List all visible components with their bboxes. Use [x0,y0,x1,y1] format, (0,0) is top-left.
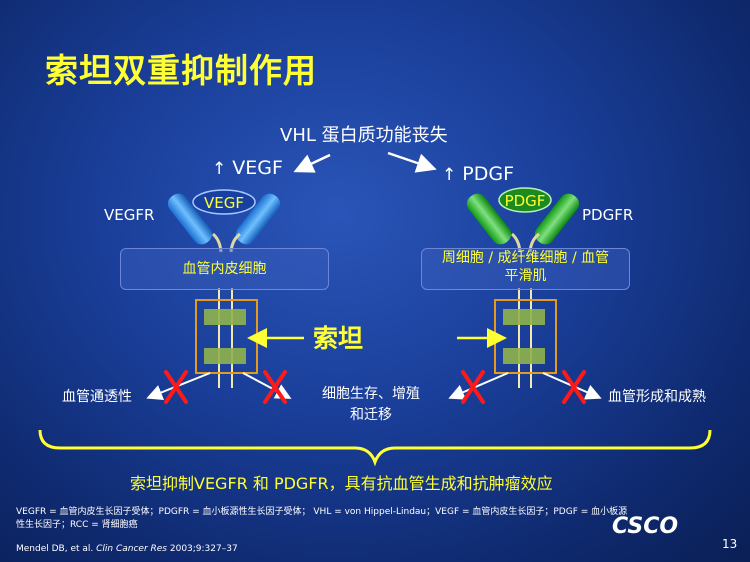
vegfr-label: VEGFR [104,206,155,224]
pdgfr-kinase-block [494,288,557,388]
vegf-ligand-label: VEGF [204,194,244,212]
pdgf-up-label: ↑ PDGF [442,163,515,185]
arrow-survival-right [448,372,509,400]
summary-text: 索坦抑制VEGFR 和 PDGFR，具有抗血管生成和抗肿瘤效应 [130,474,553,493]
slide-title: 索坦双重抑制作用 [45,51,317,90]
drug-label: 索坦 [313,324,364,353]
pericyte-cell-box: 周细胞 / 成纤维细胞 / 血管 平滑肌 [421,248,630,290]
pdgf-receptor [466,187,580,253]
vegf-up-label: ↑ VEGF [212,157,283,179]
vhl-label: VHL 蛋白质功能丧失 [280,125,448,146]
inhibit-x-icon-4 [562,370,586,404]
pdgf-ligand-label: PDGF [505,192,546,210]
inhibit-x-icon-2 [263,370,287,404]
effect-maturation: 血管形成和成熟 [608,389,706,405]
footnote: VEGFR = 血管内皮生长因子受体；PDGFR = 血小板源性生长因子受体； … [16,507,628,530]
vegf-receptor [167,189,281,253]
inhibit-x-icon-3 [461,370,485,404]
effect-survival: 细胞生存、增殖 和迁移 [322,386,420,423]
summary-brace [38,429,712,467]
arrow-permeability [146,372,211,400]
vegfr-kinase-block [195,288,258,388]
endothelial-cell-box: 血管内皮细胞 [120,248,329,290]
reference: Mendel DB, et al. Clin Cancer Res 2003;9… [16,544,238,554]
inhibit-x-icon-1 [164,370,188,404]
arrow-to-vegf [293,153,331,173]
page-number: 13 [722,537,738,551]
pdgfr-label: PDGFR [582,206,634,224]
arrow-to-pdgf [387,151,437,173]
csco-logo: CSCO [612,514,679,539]
effect-permeability: 血管通透性 [62,389,132,405]
